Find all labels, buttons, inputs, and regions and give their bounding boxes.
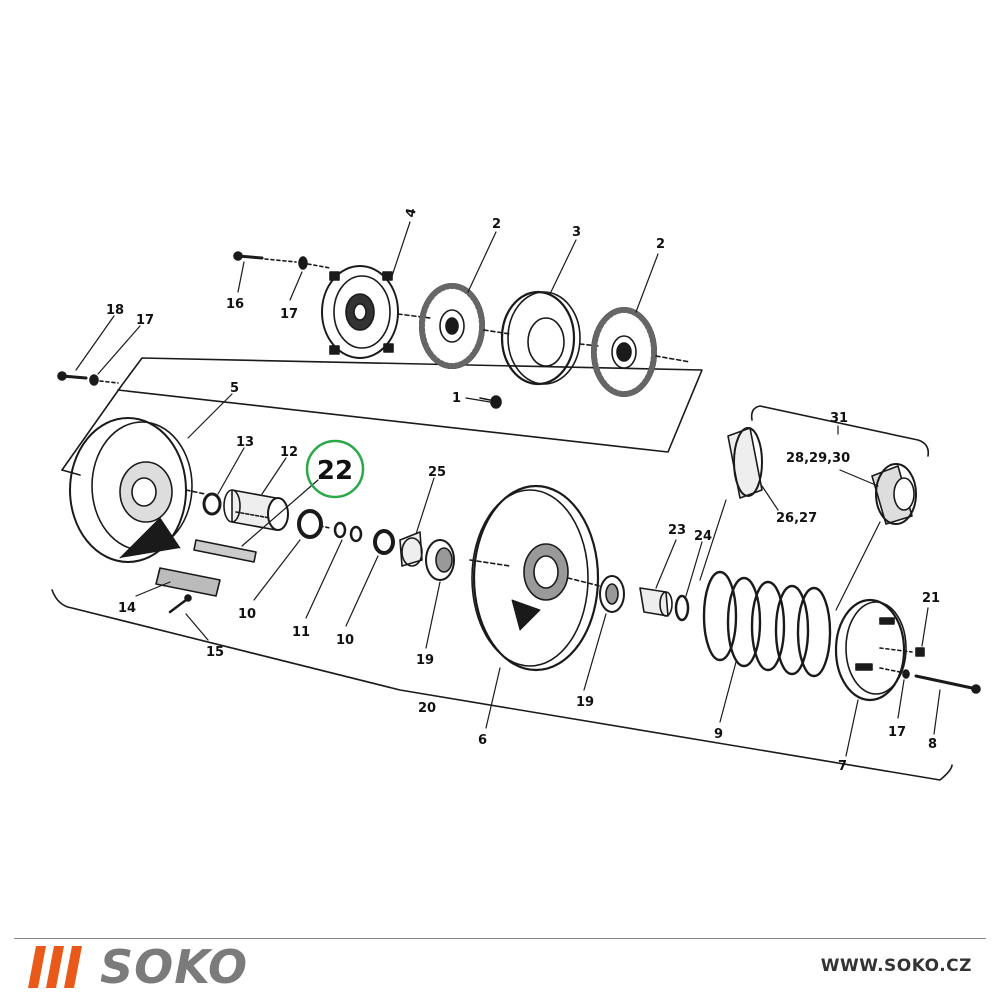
label-part-13: 13	[236, 435, 254, 450]
highlighted-part-number: 22	[317, 456, 353, 486]
part-7-cover-plate	[834, 598, 907, 702]
part-28-29-30-cam	[871, 463, 917, 525]
upper-group-frame	[61, 357, 703, 471]
part-22-key	[155, 539, 257, 597]
label-part-3: 3	[572, 225, 581, 240]
group-20-bracket	[51, 589, 953, 781]
group-31-bracket	[750, 405, 930, 457]
label-part-8: 8	[928, 737, 937, 752]
footer: SOKO WWW.SOKO.CZ	[0, 938, 1000, 1000]
part-1-screw	[479, 395, 502, 409]
part-2-friction-disc-2	[591, 307, 691, 397]
part-19-bearing	[425, 539, 455, 581]
label-part-19-second: 19	[576, 695, 594, 710]
part-16-bolt	[233, 251, 297, 263]
brand-name: SOKO	[100, 940, 249, 994]
exploded-parts-diagram: 4 2 3 2 16 17 1 18 17 5 13 12 25 10 11 1…	[51, 207, 981, 781]
label-part-7: 7	[838, 759, 847, 774]
part-4-pressure-plate	[321, 265, 431, 359]
part-18-bolt	[57, 371, 119, 386]
part-26-27-cup	[727, 427, 763, 499]
part-5-pulley-half	[69, 417, 206, 563]
part-15-screw	[168, 594, 192, 614]
label-part-19: 19	[416, 653, 434, 668]
label-part-15: 15	[206, 645, 224, 660]
label-part-2: 2	[492, 217, 501, 232]
label-part-26-27: 26,27	[776, 511, 817, 526]
part-10-bearing-2	[373, 529, 395, 555]
part-24-ring	[674, 594, 690, 622]
part-10-bearing	[297, 509, 323, 539]
label-part-10-second: 10	[336, 633, 354, 648]
label-part-6: 6	[478, 733, 487, 748]
part-11-ring-2	[349, 525, 363, 543]
label-part-12: 12	[280, 445, 298, 460]
part-21-nut	[879, 647, 925, 657]
label-part-18: 18	[106, 303, 124, 318]
part-25-bushing	[399, 531, 423, 567]
part-2-friction-disc	[419, 283, 511, 369]
label-part-4: 4	[403, 207, 420, 219]
label-part-11: 11	[292, 625, 310, 640]
part-13-ring	[202, 492, 222, 516]
label-part-9: 9	[714, 727, 723, 742]
part-3-intermediate-plate	[500, 290, 599, 386]
label-part-17-left: 17	[136, 313, 154, 328]
part-23-sleeve	[639, 587, 673, 617]
label-part-5: 5	[230, 381, 239, 396]
label-part-31: 31	[830, 411, 848, 426]
part-11-ring	[333, 521, 347, 539]
label-part-16: 16	[226, 297, 244, 312]
brand-logo-stripes-icon	[28, 946, 82, 988]
label-part-23: 23	[668, 523, 686, 538]
part-6-pulley-disc	[469, 484, 601, 672]
part-9-spring	[702, 570, 832, 678]
part-8-bolt	[879, 667, 981, 694]
label-part-25: 25	[428, 465, 446, 480]
footer-divider	[14, 938, 986, 939]
part-12-sleeve	[223, 489, 289, 531]
part-17-washer	[298, 256, 308, 270]
label-part-1: 1	[452, 391, 461, 406]
label-part-28-29-30: 28,29,30	[786, 451, 850, 466]
label-part-2-second: 2	[656, 237, 665, 252]
label-part-21: 21	[922, 591, 940, 606]
label-part-24: 24	[694, 529, 712, 544]
highlight-circle	[305, 439, 365, 499]
label-part-10: 10	[238, 607, 256, 622]
label-part-17-right: 17	[888, 725, 906, 740]
website-url[interactable]: WWW.SOKO.CZ	[820, 956, 972, 976]
label-part-17: 17	[280, 307, 298, 322]
label-part-20: 20	[418, 701, 436, 716]
part-19-bearing-2	[599, 575, 625, 613]
label-part-14: 14	[118, 601, 136, 616]
